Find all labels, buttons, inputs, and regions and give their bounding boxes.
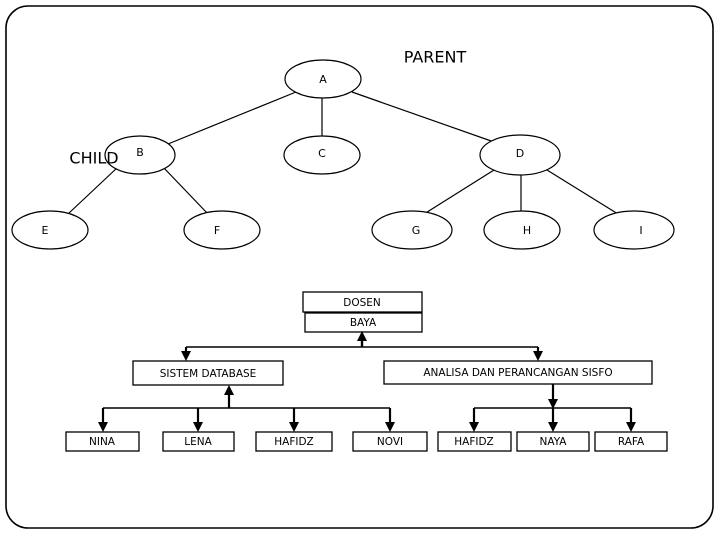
edge-d-g xyxy=(423,169,495,215)
arrow-head-analisa xyxy=(533,351,543,361)
org-box-novi[interactable]: NOVI xyxy=(352,431,428,452)
outer-frame xyxy=(5,5,714,529)
org-box-nina-label: NINA xyxy=(89,436,116,448)
tree-node-f[interactable]: F xyxy=(183,210,261,250)
org-box-baya-rect xyxy=(304,312,423,333)
arrow-head-naya xyxy=(548,422,558,432)
node-h-label: H xyxy=(523,224,531,237)
org-box-novi-label: NOVI xyxy=(377,436,403,448)
tree-node-a[interactable]: A xyxy=(284,59,362,99)
orgchart-section: DOSEN BAYA SISTEM DATABASE xyxy=(65,291,668,452)
org-box-baya-label: BAYA xyxy=(350,317,377,329)
org-box-hafidz-2[interactable]: HAFIDZ xyxy=(437,431,512,452)
node-a-label: A xyxy=(319,73,327,86)
org-box-analisa-label: ANALISA DAN PERANCANGAN SISFO xyxy=(423,367,612,379)
node-c-ellipse xyxy=(283,135,361,175)
edge-a-b xyxy=(167,91,297,145)
node-b-label: B xyxy=(136,146,144,159)
edge-b-e xyxy=(67,166,119,215)
node-f-label: F xyxy=(214,224,220,237)
org-box-analisa-rect xyxy=(383,360,653,385)
tree-section: A B C D E xyxy=(11,48,675,250)
org-box-hafidz-1-label: HAFIDZ xyxy=(274,436,314,448)
org-box-dosen-rect xyxy=(302,291,423,313)
node-h-ellipse xyxy=(483,210,561,250)
node-d-label: D xyxy=(516,147,524,160)
node-f-ellipse xyxy=(183,210,261,250)
arrow-head-hafidz-1 xyxy=(289,422,299,432)
node-c-label: C xyxy=(318,147,326,160)
org-box-naya-label: NAYA xyxy=(539,436,567,448)
node-a-ellipse xyxy=(284,59,362,99)
org-box-hafidz-2-rect xyxy=(437,431,512,452)
node-g-label: G xyxy=(412,224,421,237)
node-d-ellipse xyxy=(479,134,561,176)
org-box-dosen[interactable]: DOSEN xyxy=(302,291,423,313)
org-box-lena[interactable]: LENA xyxy=(162,431,235,452)
tree-node-c[interactable]: C xyxy=(283,135,361,175)
org-box-nina[interactable]: NINA xyxy=(65,431,140,452)
parent-annotation-label: PARENT xyxy=(404,48,467,67)
arrow-head-baya xyxy=(357,331,367,341)
tree-node-g[interactable]: G xyxy=(371,210,453,250)
tree-node-b[interactable]: B xyxy=(104,135,176,175)
tree-node-e[interactable]: E xyxy=(11,210,89,250)
node-b-ellipse xyxy=(104,135,176,175)
org-box-sistem-database[interactable]: SISTEM DATABASE xyxy=(132,360,284,386)
edge-b-f xyxy=(162,166,209,215)
tree-node-i[interactable]: I xyxy=(593,210,675,250)
edge-a-d xyxy=(351,91,495,143)
arrow-head-sistem-database xyxy=(181,351,191,361)
node-e-ellipse xyxy=(11,210,89,250)
node-g-ellipse xyxy=(371,210,453,250)
arrow-head-novi xyxy=(385,422,395,432)
org-box-novi-rect xyxy=(352,431,428,452)
org-box-baya[interactable]: BAYA xyxy=(304,312,423,333)
arrow-head-rightbus xyxy=(548,399,558,409)
org-box-rafa-rect xyxy=(594,431,668,452)
org-box-dosen-label: DOSEN xyxy=(343,297,381,309)
node-e-label: E xyxy=(42,224,49,237)
node-i-label: I xyxy=(639,224,642,237)
org-box-sistem-database-label: SISTEM DATABASE xyxy=(160,368,257,380)
org-box-hafidz-1-rect xyxy=(255,431,333,452)
org-box-nina-rect xyxy=(65,431,140,452)
org-box-hafidz-2-label: HAFIDZ xyxy=(454,436,494,448)
org-box-analisa-perancangan-sisfo[interactable]: ANALISA DAN PERANCANGAN SISFO xyxy=(383,360,653,385)
arrow-head-hafidz-2 xyxy=(469,422,479,432)
org-box-hafidz-1[interactable]: HAFIDZ xyxy=(255,431,333,452)
org-box-rafa-label: RAFA xyxy=(618,436,645,448)
org-box-rafa[interactable]: RAFA xyxy=(594,431,668,452)
org-box-naya-rect xyxy=(516,431,590,452)
node-i-ellipse xyxy=(593,210,675,250)
org-box-lena-rect xyxy=(162,431,235,452)
edge-d-i xyxy=(546,169,619,215)
arrow-head-rafa xyxy=(626,422,636,432)
org-box-lena-label: LENA xyxy=(184,436,212,448)
org-box-sistem-database-rect xyxy=(132,360,284,386)
child-annotation-label: CHILD xyxy=(69,149,118,168)
tree-node-h[interactable]: H xyxy=(483,210,561,250)
arrow-head-sistem-database-up xyxy=(224,385,234,395)
arrow-head-lena xyxy=(193,422,203,432)
tree-node-d[interactable]: D xyxy=(479,134,561,176)
org-box-naya[interactable]: NAYA xyxy=(516,431,590,452)
arrow-head-nina xyxy=(98,422,108,432)
